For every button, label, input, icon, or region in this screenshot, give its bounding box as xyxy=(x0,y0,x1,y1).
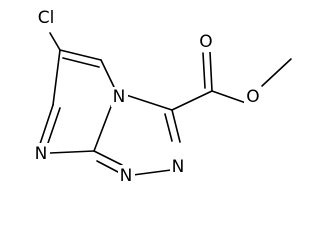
atom-cl-label: Cl xyxy=(38,8,55,28)
bond-ccarbonyl-o xyxy=(209,51,213,92)
bond-ccarbonyl-oester xyxy=(211,90,247,104)
bond-ccarbonyl-o-double xyxy=(202,52,206,89)
atom-n-lower-right-label: N xyxy=(172,157,185,177)
bond-c5-n-pyr xyxy=(38,104,54,148)
atom-o-ester-label: O xyxy=(246,87,259,107)
atom-n-lower-left: N xyxy=(118,165,135,186)
atom-o-carbonyl: O xyxy=(197,32,214,52)
bond-c6-c5 xyxy=(52,49,61,106)
atom-n-pyrimidine: N xyxy=(33,143,50,164)
atom-n-lower-left-label: N xyxy=(120,166,133,186)
chemical-structure-diagram: Cl N N N N O O xyxy=(31,7,292,186)
bond-c8a-n-bridge xyxy=(93,103,113,152)
bond-n2-n1 xyxy=(132,169,172,176)
bond-oester-methyl xyxy=(261,58,292,87)
bond-c3-n2 xyxy=(171,109,181,143)
atom-o-carbonyl-label: O xyxy=(199,32,212,52)
bond-c6-c7 xyxy=(59,49,102,61)
atom-n-bridge: N xyxy=(111,87,128,107)
bond-c5-n-pyr-double xyxy=(46,107,61,147)
bond-c3-ccarbonyl xyxy=(171,90,213,111)
bonds xyxy=(38,32,292,176)
atom-o-ester: O xyxy=(244,87,261,107)
bond-n1-c8a-double xyxy=(96,160,119,173)
atom-cl: Cl xyxy=(31,7,61,29)
atom-n-lower-right: N xyxy=(170,157,187,177)
bond-c6-c7-double xyxy=(62,57,100,68)
atom-n-pyrimidine-label: N xyxy=(35,144,48,164)
bond-c3-n2-double xyxy=(164,113,173,142)
bond-n-pyr-c8a xyxy=(49,150,95,154)
bond-n-bridge-c3 xyxy=(125,94,173,111)
bond-n1-c8a xyxy=(93,150,123,166)
atom-labels: Cl N N N N O O xyxy=(31,7,261,186)
atom-n-bridge-label: N xyxy=(113,87,126,107)
bond-cl-c6 xyxy=(49,32,61,51)
bond-c7-n-bridge xyxy=(100,59,115,88)
